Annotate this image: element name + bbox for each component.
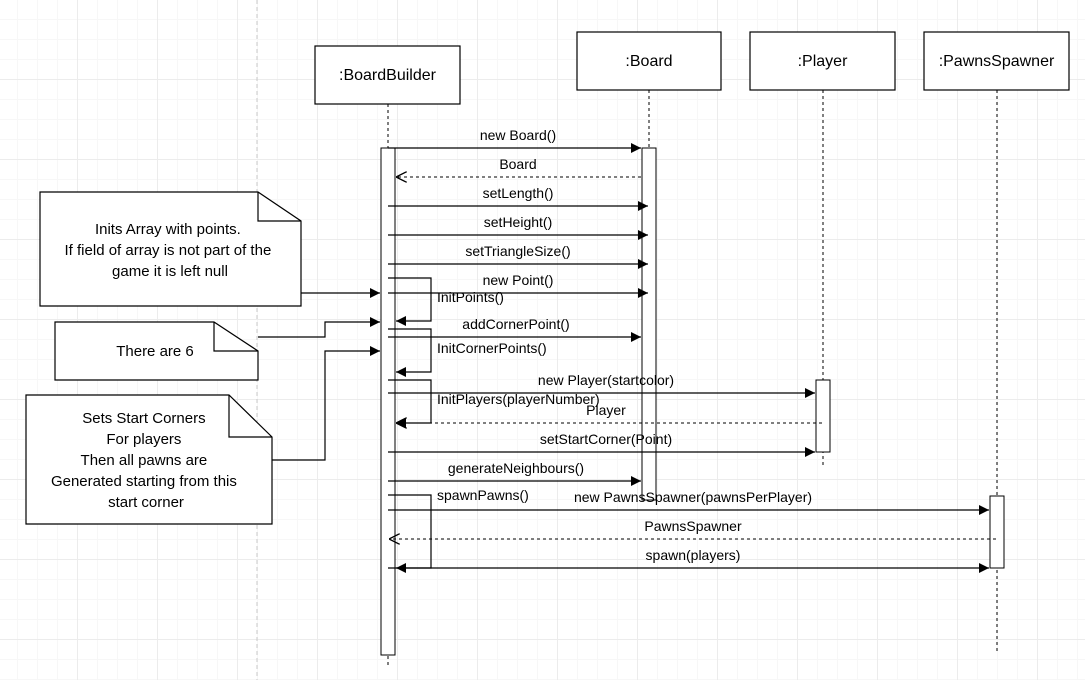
note-start-corners[interactable]: Sets Start Corners For players Then all … bbox=[25, 346, 380, 525]
activation-board[interactable] bbox=[641, 147, 657, 501]
note-init-points[interactable]: Inits Array with points. If field of arr… bbox=[39, 191, 380, 307]
note-connector-start-corners bbox=[272, 346, 380, 461]
message-board-return[interactable]: Board bbox=[396, 156, 641, 177]
message-label-new-point: new Point() bbox=[483, 272, 554, 288]
participant-label-player: :Player bbox=[798, 53, 848, 70]
activation-player[interactable] bbox=[815, 379, 831, 453]
note-text-init-points: Inits Array with points. If field of arr… bbox=[65, 221, 276, 280]
participant-label-board-builder: :BoardBuilder bbox=[339, 67, 437, 84]
message-label-generate-neighbours: generateNeighbours() bbox=[448, 460, 584, 476]
participant-label-pawns-spawner: :PawnsSpawner bbox=[939, 53, 1055, 70]
message-init-corner-points[interactable]: InitCornerPoints() bbox=[388, 328, 547, 377]
message-pawns-spawner-return[interactable]: PawnsSpawner bbox=[389, 518, 996, 539]
message-label-init-points: InitPoints() bbox=[437, 289, 504, 305]
message-label-init-players: InitPlayers(playerNumber) bbox=[437, 391, 600, 407]
note-connector-six-corners bbox=[258, 317, 380, 338]
message-new-player[interactable]: new Player(startcolor) bbox=[388, 372, 815, 398]
message-label-set-length: setLength() bbox=[483, 185, 554, 201]
message-label-init-corner-points: InitCornerPoints() bbox=[437, 340, 547, 356]
participant-box-board-builder[interactable] bbox=[314, 45, 461, 105]
message-label-add-corner-point: addCornerPoint() bbox=[462, 316, 569, 332]
message-label-set-triangle-size: setTriangleSize() bbox=[465, 243, 570, 259]
message-new-point[interactable]: new Point() bbox=[388, 272, 648, 298]
message-set-start-corner[interactable]: setStartCorner(Point) bbox=[388, 431, 815, 457]
participant-box-pawns-spawner[interactable] bbox=[923, 31, 1070, 91]
message-spawn-pawns[interactable]: spawnPawns() bbox=[388, 487, 529, 573]
participant-board[interactable]: :Board bbox=[576, 31, 722, 500]
participant-pawns-spawner[interactable]: :PawnsSpawner bbox=[923, 31, 1070, 652]
message-label-player-return: Player bbox=[586, 402, 626, 418]
message-add-corner-point[interactable]: addCornerPoint() bbox=[388, 316, 641, 342]
message-player-return[interactable]: Player bbox=[396, 402, 822, 423]
activation-pawns-spawner[interactable] bbox=[989, 495, 1005, 569]
message-label-spawn-pawns: spawnPawns() bbox=[437, 487, 529, 503]
message-spawn-players[interactable]: spawn(players) bbox=[388, 547, 989, 573]
activation-board-builder[interactable] bbox=[380, 147, 396, 656]
message-label-pawns-spawner-return: PawnsSpawner bbox=[644, 518, 742, 534]
message-label-board-return: Board bbox=[499, 156, 536, 172]
message-new-pawns-spawner[interactable]: new PawnsSpawner(pawnsPerPlayer) bbox=[388, 489, 989, 515]
message-label-set-height: setHeight() bbox=[484, 214, 552, 230]
message-label-new-pawns-spawner: new PawnsSpawner(pawnsPerPlayer) bbox=[574, 489, 812, 505]
message-label-new-board: new Board() bbox=[480, 127, 556, 143]
note-text-six-corners: There are 6 bbox=[116, 343, 194, 360]
message-set-length[interactable]: setLength() bbox=[388, 185, 648, 211]
participant-label-board: :Board bbox=[625, 53, 672, 70]
participant-box-player[interactable] bbox=[749, 31, 896, 91]
message-label-set-start-corner: setStartCorner(Point) bbox=[540, 431, 672, 447]
participant-board-builder[interactable]: :BoardBuilder bbox=[314, 45, 461, 666]
note-six-corners[interactable]: There are 6 bbox=[54, 317, 380, 381]
participant-player[interactable]: :Player bbox=[749, 31, 896, 466]
participant-box-board[interactable] bbox=[576, 31, 722, 91]
message-set-height[interactable]: setHeight() bbox=[388, 214, 648, 240]
note-text-start-corners: Sets Start Corners For players Then all … bbox=[51, 410, 241, 511]
message-label-new-player: new Player(startcolor) bbox=[538, 372, 674, 388]
message-new-board[interactable]: new Board() bbox=[388, 127, 641, 153]
message-generate-neighbours[interactable]: generateNeighbours() bbox=[388, 460, 641, 486]
message-label-spawn-players: spawn(players) bbox=[646, 547, 741, 563]
message-set-triangle-size[interactable]: setTriangleSize() bbox=[388, 243, 648, 269]
